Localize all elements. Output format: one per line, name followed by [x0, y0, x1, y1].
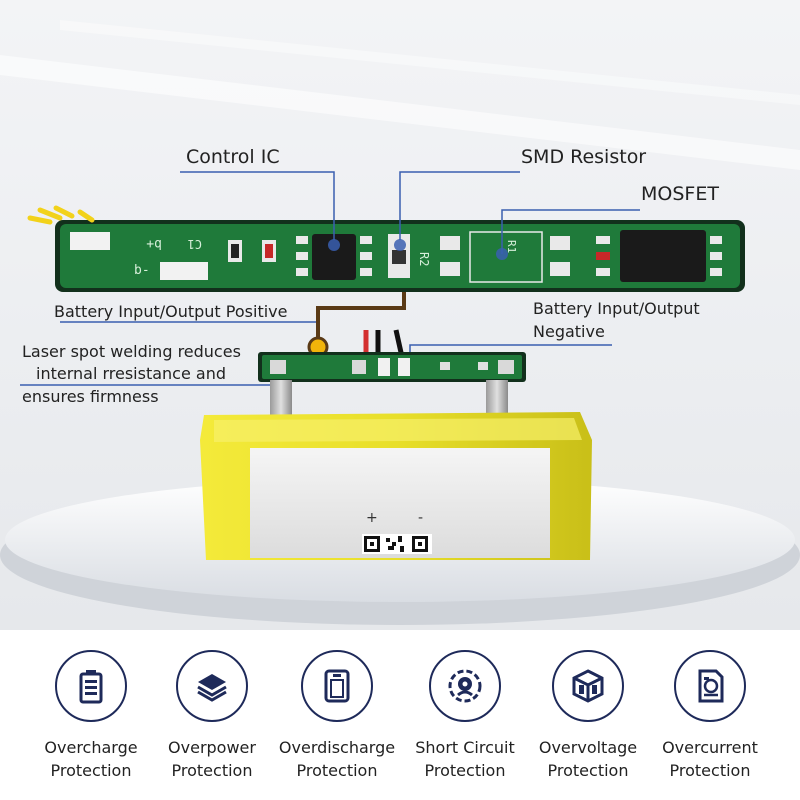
short-circuit-icon: [448, 669, 482, 703]
feature-overdischarge: Overdischarge Protection: [275, 650, 399, 782]
cube-icon: [572, 669, 604, 703]
product-illustration: b+ b- C1 R2 R1: [0, 0, 800, 630]
callout-input-output-negative-line2: Negative: [533, 322, 605, 341]
battery-minus: -: [418, 510, 423, 526]
pcb-text: b+: [146, 236, 162, 251]
callout-control-ic: Control IC: [186, 146, 280, 168]
feature-subtitle: Protection: [171, 761, 253, 780]
battery-plus: +: [366, 510, 378, 526]
light-streak: [60, 20, 800, 105]
callout-laser-line2: internal rresistance and: [36, 364, 227, 383]
feature-title: Overpower: [168, 738, 256, 757]
feature-title: Overcharge: [44, 738, 138, 757]
battery-icon: [79, 670, 103, 704]
pcb-text: C1: [188, 237, 202, 251]
long-pcb: b+ b- C1 R2 R1: [27, 205, 745, 292]
light-streak: [0, 55, 800, 170]
feature-overpower: Overpower Protection: [150, 650, 274, 782]
callout-smd-resistor: SMD Resistor: [521, 146, 647, 168]
feature-overcharge: Overcharge Protection: [29, 650, 153, 782]
pcb-text: b-: [134, 263, 150, 278]
callout-input-output-positive: Battery Input/Output Positive: [54, 302, 288, 321]
feature-short-circuit: Short Circuit Protection: [403, 650, 527, 782]
feature-title: Short Circuit: [415, 738, 515, 757]
callout-lines: [20, 171, 640, 386]
feature-overvoltage: Overvoltage Protection: [526, 650, 650, 782]
feature-subtitle: Protection: [296, 761, 378, 780]
callout-laser-line1: Laser spot welding reduces: [22, 342, 241, 361]
battery-pcb-diagram: b+ b- C1 R2 R1: [0, 20, 800, 625]
phone-battery-icon: [324, 669, 350, 703]
callout-input-output-negative-line1: Battery Input/Output: [533, 299, 700, 318]
feature-subtitle: Protection: [669, 761, 751, 780]
callout-mosfet: MOSFET: [641, 183, 719, 205]
battery-pouch: + -: [200, 412, 592, 560]
pcb-text: R1: [505, 240, 518, 253]
feature-overcurrent: Overcurrent Protection: [648, 650, 772, 782]
qr-code-icon: [362, 534, 432, 554]
pcb-text: R2: [417, 252, 431, 266]
small-pcb: [258, 352, 526, 382]
circuit-document-icon: [698, 669, 724, 703]
callout-laser-line3: ensures firmness: [22, 387, 159, 406]
protection-features: Overcharge Protection Overpower Protecti…: [0, 630, 800, 800]
feature-subtitle: Protection: [50, 761, 132, 780]
feature-title: Overvoltage: [538, 738, 638, 757]
layers-icon: [197, 674, 227, 702]
feature-subtitle: Protection: [424, 761, 506, 780]
feature-title: Overcurrent: [662, 738, 758, 757]
feature-title: Overdischarge: [278, 738, 396, 757]
feature-subtitle: Protection: [547, 761, 629, 780]
